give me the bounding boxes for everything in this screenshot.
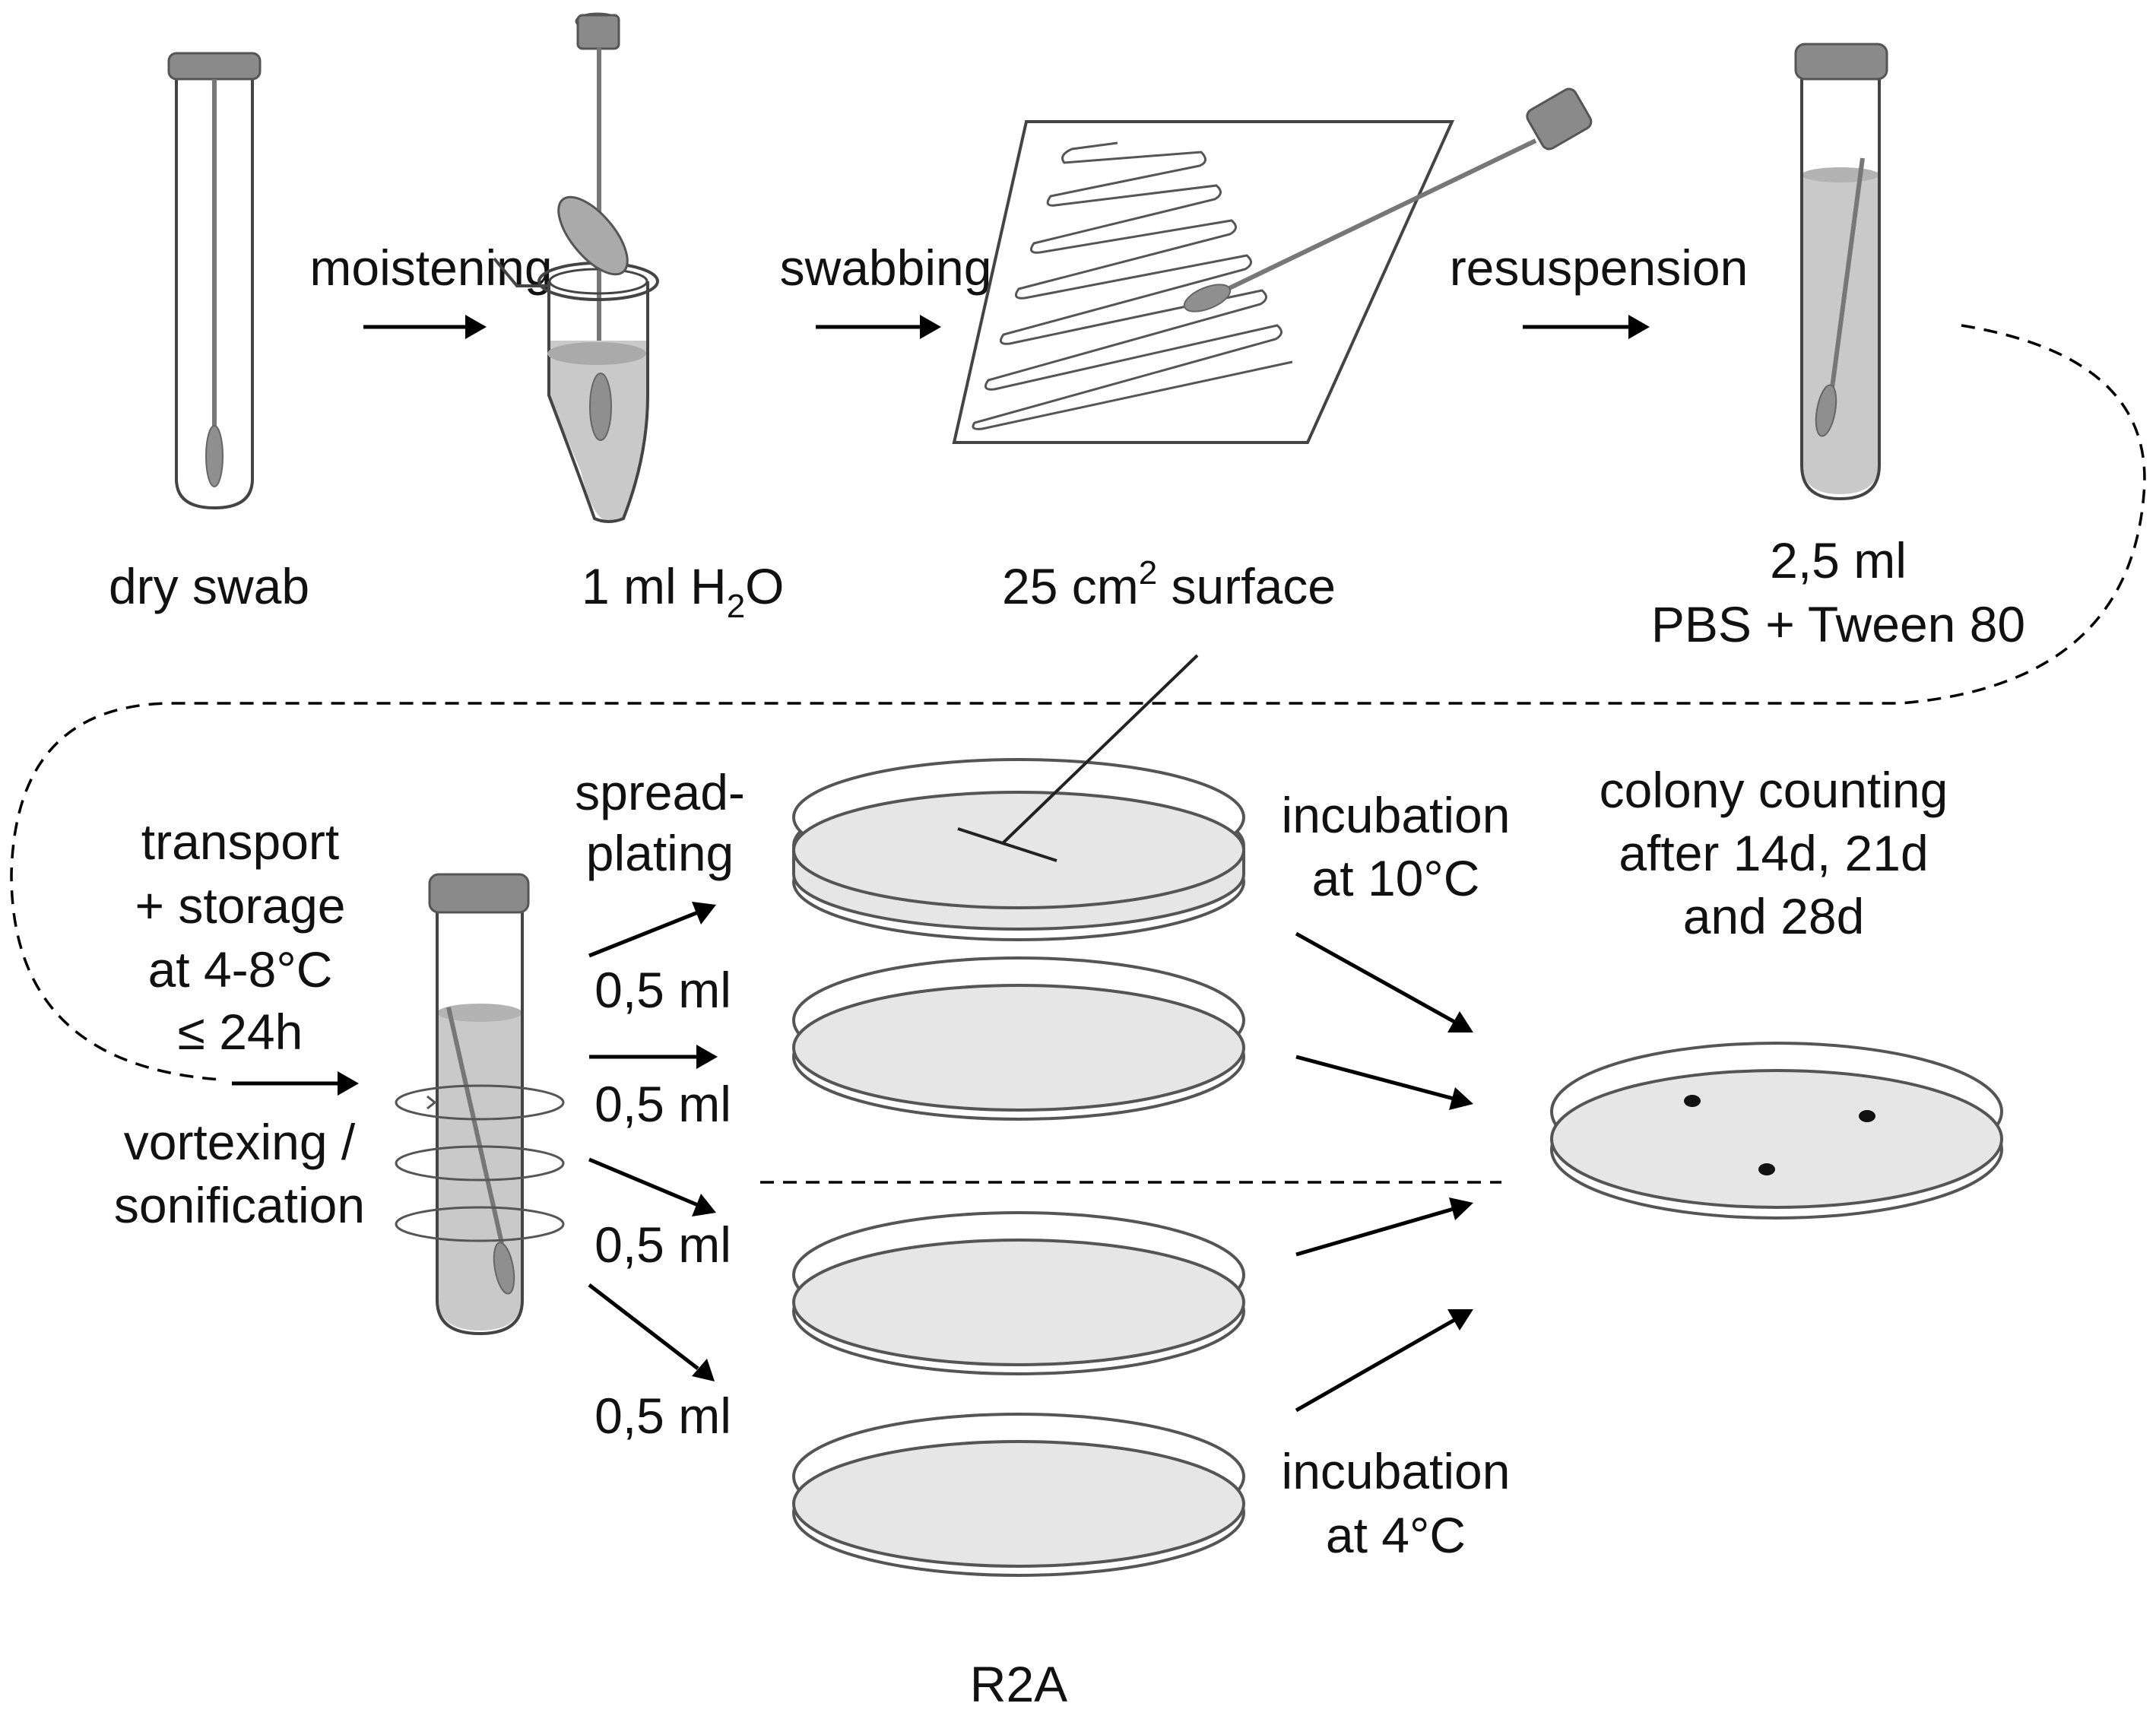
- aliquot-label-1: 0,5 ml: [594, 962, 731, 1018]
- incubation-arrow-2: [1295, 1055, 1473, 1110]
- incubation-4-label-2: at 4°C: [1326, 1507, 1466, 1563]
- aliquot-label-2: 0,5 ml: [594, 1076, 731, 1132]
- resuspension-volume-label: 2,5 ml: [1770, 532, 1907, 588]
- incubation-arrow-4: [1295, 1309, 1473, 1413]
- resuspension-label: resuspension: [1450, 239, 1749, 296]
- resuspension-tube: [1794, 43, 1888, 501]
- colony-plate: [1550, 1042, 2003, 1220]
- agar-plate-2: [792, 956, 1245, 1121]
- surface-area-label: 25 cm2 surface: [1002, 554, 1336, 614]
- water-volume-label: 1 ml H2O: [582, 558, 785, 625]
- aliquot-label-3: 0,5 ml: [594, 1216, 731, 1273]
- incubation-arrow-3: [1295, 1197, 1473, 1257]
- colony-counting-label-2: after 14d, 21d: [1619, 825, 1928, 881]
- incubation-4-label-1: incubation: [1282, 1443, 1511, 1499]
- moistening-arrow: [363, 315, 487, 339]
- aliquot-label-4: 0,5 ml: [594, 1388, 731, 1444]
- agar-plate-1: [792, 758, 1245, 941]
- incubation-arrow-1: [1295, 931, 1473, 1032]
- microtube-with-swab: [493, 12, 659, 523]
- agar-plate-4: [792, 1413, 1245, 1577]
- transport-label-2: + storage: [135, 877, 345, 934]
- vortex-tube: [395, 873, 565, 1336]
- colony-counting-label-3: and 28d: [1683, 888, 1865, 944]
- resuspension-arrow: [1523, 315, 1650, 339]
- incubation-10-label-2: at 10°C: [1312, 850, 1480, 906]
- surface-pointer-line: [957, 654, 1199, 862]
- transport-label-4: ≤ 24h: [178, 1004, 303, 1060]
- dry-swab-label: dry swab: [109, 558, 309, 614]
- transport-arrow: [232, 1071, 359, 1096]
- colony-dot: [1684, 1095, 1701, 1107]
- colony-dot: [1758, 1163, 1775, 1175]
- sampling-surface: [952, 87, 1593, 444]
- microtube-lid: [557, 195, 629, 276]
- swabbing-label: swabbing: [780, 239, 992, 296]
- incubation-10-label-1: incubation: [1282, 787, 1511, 843]
- vortex-label-1: vortexing /: [124, 1114, 356, 1170]
- agar-plate-3: [792, 1211, 1245, 1375]
- spread-plating-label-2: plating: [586, 825, 734, 881]
- aliquot-arrow-1: [588, 902, 716, 958]
- medium-label: R2A: [970, 1656, 1067, 1712]
- buffer-label: PBS + Tween 80: [1651, 596, 2025, 652]
- aliquot-arrow-4: [588, 1283, 715, 1381]
- dashed-connector: [10, 324, 2146, 1081]
- colony-counting-label-1: colony counting: [1600, 762, 1948, 818]
- dry-swab-tube: [167, 52, 262, 510]
- vortex-label-2: sonification: [114, 1177, 365, 1233]
- transport-label-3: at 4-8°C: [148, 941, 333, 998]
- aliquot-arrow-2: [589, 1045, 718, 1069]
- transport-label-1: transport: [141, 814, 339, 870]
- colony-dot: [1859, 1110, 1875, 1122]
- moistening-label: moistening: [309, 239, 552, 296]
- spread-plating-label-1: spread-: [575, 764, 745, 820]
- swabbing-arrow: [816, 315, 941, 339]
- aliquot-arrow-3: [588, 1157, 716, 1216]
